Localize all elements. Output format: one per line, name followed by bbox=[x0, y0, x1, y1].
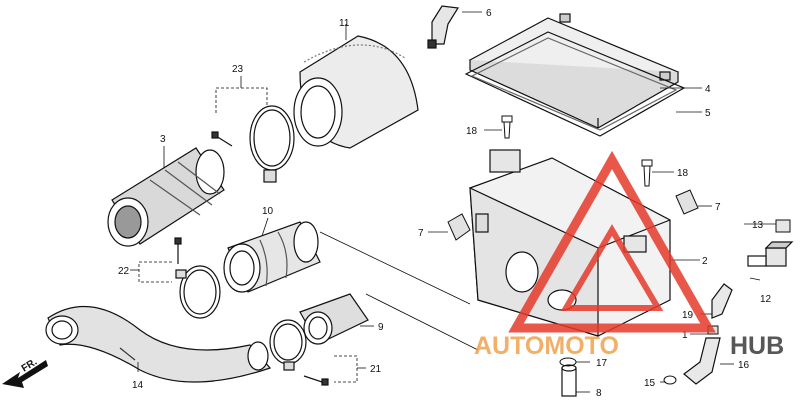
cap-13 bbox=[775, 219, 791, 233]
front-direction-arrow: FR. bbox=[2, 357, 48, 388]
callout-23: 23 bbox=[232, 64, 244, 75]
callout-7b: 7 bbox=[715, 202, 721, 213]
elbow-joint-9 bbox=[299, 293, 374, 345]
callout-2: 2 bbox=[702, 256, 708, 267]
callout-6: 6 bbox=[486, 8, 492, 19]
connector-12 bbox=[747, 241, 794, 267]
watermark-prefix: AUTOMOTO bbox=[474, 332, 619, 360]
callout-17: 17 bbox=[596, 358, 608, 369]
callout-16: 16 bbox=[738, 360, 750, 371]
tube-19 bbox=[711, 283, 733, 319]
callout-19: 19 bbox=[682, 310, 694, 321]
callout-12: 12 bbox=[760, 294, 772, 305]
clamp-band-23 bbox=[211, 105, 295, 183]
watermark-triangles bbox=[508, 150, 716, 333]
clip-7b bbox=[675, 189, 699, 215]
clamp-band-22 bbox=[174, 237, 221, 319]
air-filter-element bbox=[293, 35, 419, 149]
callout-11: 11 bbox=[339, 18, 350, 29]
callout-9: 9 bbox=[378, 322, 384, 333]
callout-7a: 7 bbox=[418, 228, 424, 239]
plug-8 bbox=[561, 364, 577, 397]
housing-lid-4 bbox=[468, 13, 680, 129]
callout-8: 8 bbox=[596, 388, 602, 399]
rubber-boot-10 bbox=[223, 217, 321, 293]
callout-21: 21 bbox=[370, 364, 382, 375]
leader-lines bbox=[319, 11, 776, 393]
callout-1: 1 bbox=[682, 330, 688, 341]
bracket-23 bbox=[215, 76, 268, 113]
bracket-22 bbox=[130, 261, 172, 283]
breather-tube-16 bbox=[683, 337, 721, 385]
callout-4: 4 bbox=[705, 84, 711, 95]
intake-snorkel-14 bbox=[45, 305, 272, 383]
callout-5: 5 bbox=[705, 108, 711, 119]
callout-labels: 11 6 23 4 5 18 3 18 7 10 7 13 2 22 12 19… bbox=[118, 8, 772, 399]
callout-18b: 18 bbox=[677, 168, 689, 179]
watermark-logo: AUTOMOTO HUB bbox=[474, 150, 784, 360]
bracket-21 bbox=[334, 355, 366, 383]
callout-22: 22 bbox=[118, 266, 130, 277]
watermark-suffix: HUB bbox=[730, 332, 784, 360]
air-cleaner-housing-2 bbox=[469, 149, 671, 337]
callout-3: 3 bbox=[160, 134, 166, 145]
clip-7a bbox=[447, 213, 471, 241]
intake-tube-3 bbox=[107, 146, 225, 247]
push-pin-18b bbox=[641, 159, 653, 187]
callout-10: 10 bbox=[262, 206, 274, 217]
clip-6 bbox=[427, 5, 460, 49]
callout-15: 15 bbox=[644, 378, 656, 389]
push-pin-18a bbox=[501, 115, 513, 139]
callout-18a: 18 bbox=[466, 126, 478, 137]
clip-15 bbox=[663, 375, 677, 385]
callout-13: 13 bbox=[752, 220, 764, 231]
clamp-band-21 bbox=[269, 319, 329, 386]
callout-14: 14 bbox=[132, 380, 144, 391]
